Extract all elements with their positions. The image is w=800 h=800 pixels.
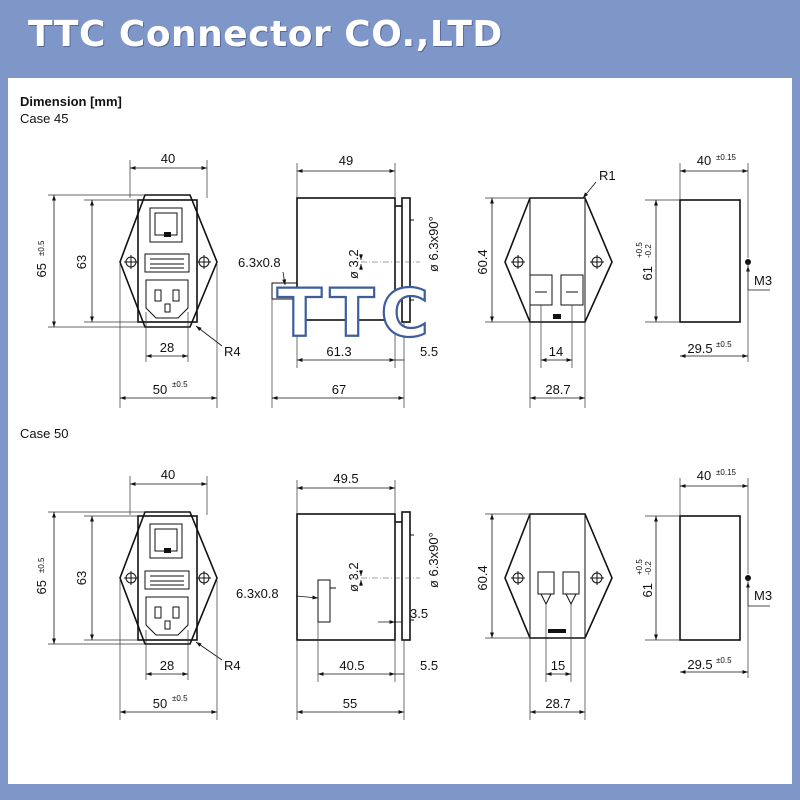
case50-tab-spec: ø 6.3x90° bbox=[426, 532, 441, 588]
case45-panel-cutout: 40 ±0.15 61 +0.5 -0.2 M3 29.5 ±0.5 bbox=[635, 153, 772, 362]
case45-label: Case 45 bbox=[20, 111, 68, 126]
case45-screw-size: M3 bbox=[754, 273, 772, 288]
case45-cutout-half: 29.5 bbox=[687, 341, 712, 356]
case50-screw-size: M3 bbox=[754, 588, 772, 603]
case45-rear-view: R1 60.4 14 28.7 bbox=[475, 168, 616, 408]
case45-rear-width: 28.7 bbox=[545, 382, 570, 397]
case45-side-depth: 49 bbox=[339, 153, 353, 168]
case50-blade-size: 6.3x0.8 bbox=[236, 586, 279, 601]
case45-cutout-height-tol-plus: +0.5 bbox=[635, 242, 644, 258]
case50-front-outer-height: 65 bbox=[34, 580, 49, 594]
case45-cutout-width: 40 bbox=[697, 153, 711, 168]
case45-cutout-height: 61 bbox=[640, 266, 655, 280]
case45-flange-tol: ±0.5 bbox=[172, 380, 188, 389]
case45-rear-radius: R1 bbox=[599, 168, 616, 183]
banner: TTC Connector CO.,LTD bbox=[0, 0, 800, 78]
case45-cutout-height-tol-minus: -0.2 bbox=[644, 244, 653, 258]
case45-socket-width: 28 bbox=[160, 340, 174, 355]
case45-total-length: 67 bbox=[332, 382, 346, 397]
case50-terminal-pitch: 15 bbox=[551, 658, 565, 673]
case50-cutout-height: 61 bbox=[640, 583, 655, 597]
case45-front-view: 40 65 ±0.5 63 28 R4 50 ±0.5 bbox=[34, 151, 241, 408]
drawing-sheet: Dimension [mm] Case 45 Case 50 40 65 ±0.… bbox=[8, 78, 792, 784]
case50-cutout-width: 40 bbox=[697, 468, 711, 483]
case50-hole-diameter: ø 3.2 bbox=[346, 562, 361, 592]
case50-step: 3.5 bbox=[410, 606, 428, 621]
case45-flange-width: 50 bbox=[153, 382, 167, 397]
case50-cutout-height-tol-minus: -0.2 bbox=[644, 561, 653, 575]
banner-title: TTC Connector CO.,LTD bbox=[28, 14, 503, 55]
case45-hole-diameter: ø 3.2 bbox=[346, 249, 361, 279]
case50-rear-height: 60.4 bbox=[475, 565, 490, 590]
case50-front-view: 40 65 ±0.5 63 28 R4 50 ±0.5 bbox=[34, 467, 241, 720]
case50-flange-tol: ±0.5 bbox=[172, 694, 188, 703]
case50-total-length: 55 bbox=[343, 696, 357, 711]
case45-front-radius: R4 bbox=[224, 344, 241, 359]
case50-side-view: 49.5 6.3x0.8 ø 3.2 ø 6.3x90° 3.5 40.5 5.… bbox=[236, 471, 441, 720]
case45-front-inner-height: 63 bbox=[74, 255, 89, 269]
case45-cutout-width-tol: ±0.15 bbox=[716, 153, 737, 162]
case50-front-thickness: 5.5 bbox=[420, 658, 438, 673]
drawing-heading: Dimension [mm] bbox=[20, 94, 122, 109]
case45-side-view: 49 6.3x0.8 ø 3.2 ø 6.3x90° 61.3 5.5 67 bbox=[238, 153, 441, 408]
case45-front-width: 40 bbox=[161, 151, 175, 166]
watermark-logo: TTC bbox=[277, 275, 435, 352]
case45-rear-height: 60.4 bbox=[475, 249, 490, 274]
case45-terminal-pitch: 14 bbox=[549, 344, 563, 359]
case45-tab-spec: ø 6.3x90° bbox=[426, 216, 441, 272]
case50-front-outer-height-tol: ±0.5 bbox=[37, 557, 46, 573]
case45-front-thickness: 5.5 bbox=[420, 344, 438, 359]
case50-cutout-width-tol: ±0.15 bbox=[716, 468, 737, 477]
case45-blade-size: 6.3x0.8 bbox=[238, 255, 281, 270]
case45-front-outer-height: 65 bbox=[34, 263, 49, 277]
case50-socket-width: 28 bbox=[160, 658, 174, 673]
case50-label: Case 50 bbox=[20, 426, 68, 441]
case50-front-inner-height: 63 bbox=[74, 571, 89, 585]
case50-cutout-half-tol: ±0.5 bbox=[716, 656, 732, 665]
case50-flange-width: 50 bbox=[153, 696, 167, 711]
case45-cutout-half-tol: ±0.5 bbox=[716, 340, 732, 349]
case50-side-depth: 49.5 bbox=[333, 471, 358, 486]
case50-body-length: 40.5 bbox=[339, 658, 364, 673]
case45-front-outer-height-tol: ±0.5 bbox=[37, 240, 46, 256]
dimension-drawing: Dimension [mm] Case 45 Case 50 40 65 ±0.… bbox=[20, 94, 772, 720]
case50-rear-view: 60.4 15 28.7 bbox=[475, 513, 613, 720]
case50-front-width: 40 bbox=[161, 467, 175, 482]
case50-rear-width: 28.7 bbox=[545, 696, 570, 711]
case50-front-radius: R4 bbox=[224, 658, 241, 673]
case50-cutout-height-tol-plus: +0.5 bbox=[635, 559, 644, 575]
case50-panel-cutout: 40 ±0.15 61 +0.5 -0.2 M3 29.5 ±0.5 bbox=[635, 468, 772, 678]
case50-cutout-half: 29.5 bbox=[687, 657, 712, 672]
case45-body-length: 61.3 bbox=[326, 344, 351, 359]
